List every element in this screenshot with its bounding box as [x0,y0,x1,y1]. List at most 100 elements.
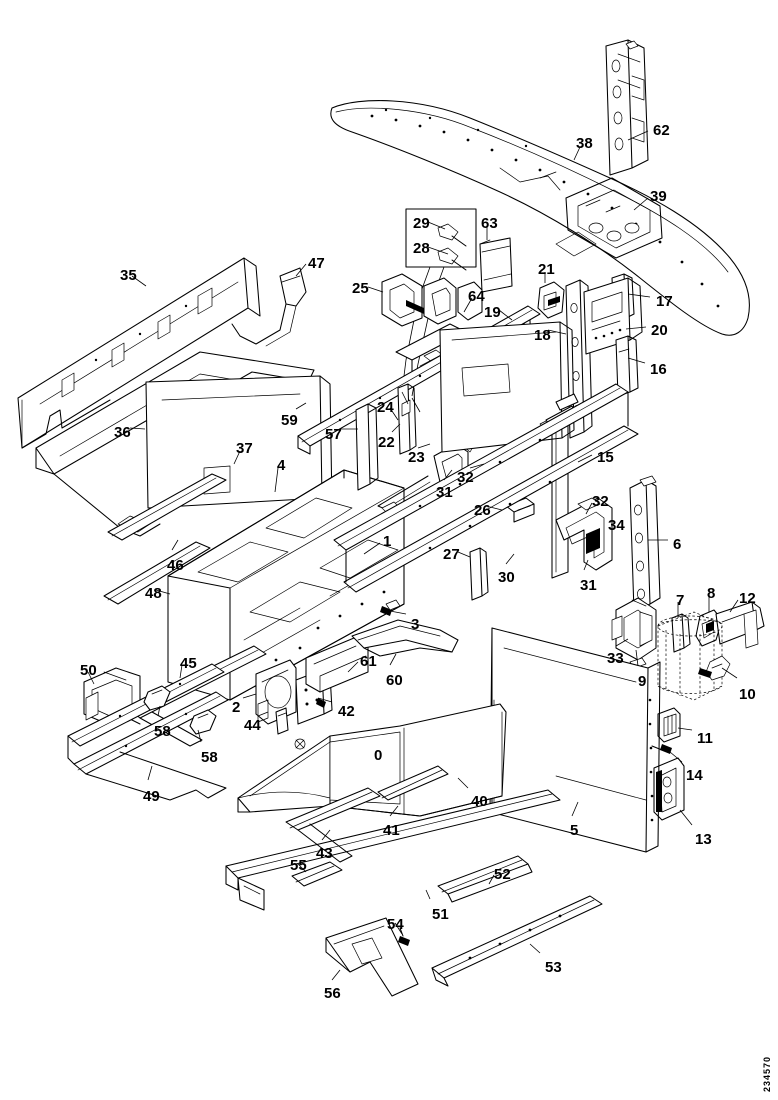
leader-46 [171,539,179,551]
callout-41: 41 [383,822,400,839]
leader-20 [625,326,647,330]
leader-14 [669,751,683,763]
callout-60: 60 [386,672,403,689]
callout-8: 8 [707,585,716,602]
part-7-clip [671,613,691,653]
callout-36: 36 [114,424,131,441]
callout-6: 6 [673,536,682,553]
part-curved-fender [330,100,750,336]
part-33-hub [611,597,657,669]
leader-27 [457,551,471,558]
part-58-clips [143,685,217,735]
leader-64 [463,297,473,313]
leader-30 [505,553,515,565]
leader-58 [157,705,161,717]
callout-32: 32 [457,469,474,486]
leader-38 [573,146,581,161]
callout-29: 29 [413,215,430,232]
leader-12 [729,599,739,613]
part-47-bracket [231,267,307,347]
leader-40 [457,777,469,789]
callout-33: 33 [607,650,624,667]
callout-16: 16 [650,361,667,378]
callout-1: 1 [383,533,392,550]
part-60-arm [351,619,459,657]
leader-13 [679,809,693,826]
callout-46: 46 [167,557,184,574]
leader-56 [331,969,341,981]
leader-26 [489,506,503,511]
callout-0: 0 [374,747,383,764]
callout-47: 47 [308,255,325,272]
callout-59: 59 [281,412,298,429]
misc-fasteners [294,599,401,750]
callout-39: 39 [650,188,667,205]
callout-27: 27 [443,546,460,563]
callout-37: 37 [236,440,253,457]
leader-36 [129,427,146,430]
callout-35: 35 [120,267,137,284]
part-24-bar [397,383,417,455]
part-10-cylinder [657,611,731,701]
callout-49: 49 [143,788,160,805]
leader-3 [389,610,407,615]
leader-17 [627,293,651,298]
leader-49 [147,765,153,781]
part-20-panel [583,277,643,355]
leader-23 [417,443,431,449]
leader-41 [389,805,399,817]
callout-25: 25 [352,280,369,297]
part-62-post [605,39,649,176]
callout-26: 26 [474,502,491,519]
callout-31b: 31 [580,577,597,594]
callout-63: 63 [481,215,498,232]
callout-52: 52 [494,866,511,883]
leader-50 [87,671,95,685]
part-1-main-frame [145,375,405,701]
callout-21: 21 [538,261,555,278]
leader-48 [155,589,171,595]
callout-61: 61 [360,653,377,670]
callout-13: 13 [695,831,712,848]
leader-45 [179,664,183,679]
part-0-floor-pan [237,703,507,817]
leader-15 [577,454,593,463]
part-11-clip [657,707,681,743]
callout-22: 22 [378,434,395,451]
leader-51 [425,889,431,900]
leader-59 [295,402,307,410]
callout-2: 2 [232,699,241,716]
leader-37 [233,450,241,465]
callout-7: 7 [676,592,685,609]
callout-43: 43 [316,845,333,862]
part-44-tab [275,707,289,735]
leader-25 [367,286,384,293]
part-12-bracket [715,601,765,649]
callout-42: 42 [338,703,355,720]
leader-31b [583,559,589,571]
part-25-bracket [381,273,483,327]
callout-64: 64 [468,288,485,305]
leader-32b [585,502,593,515]
leader-42 [317,697,333,703]
detail-box-leader-lines [401,391,421,413]
leader-33 [615,638,629,647]
callout-18: 18 [534,327,551,344]
part-46-flat-bar [107,473,227,541]
leader-19 [498,309,513,321]
leader-61 [347,661,359,673]
callout-9: 9 [638,673,647,690]
callout-45: 45 [180,655,197,672]
leader-16 [627,357,646,364]
leader-32 [469,463,485,469]
leader-39 [633,197,649,211]
part-14-fastener [651,744,672,754]
callout-15: 15 [597,449,614,466]
callout-31: 31 [436,484,453,501]
callout-54: 54 [387,916,404,933]
leader-18 [547,329,567,335]
leader-53 [529,943,541,954]
leader-28 [427,246,449,255]
callout-12: 12 [739,590,756,607]
callout-62: 62 [653,122,670,139]
